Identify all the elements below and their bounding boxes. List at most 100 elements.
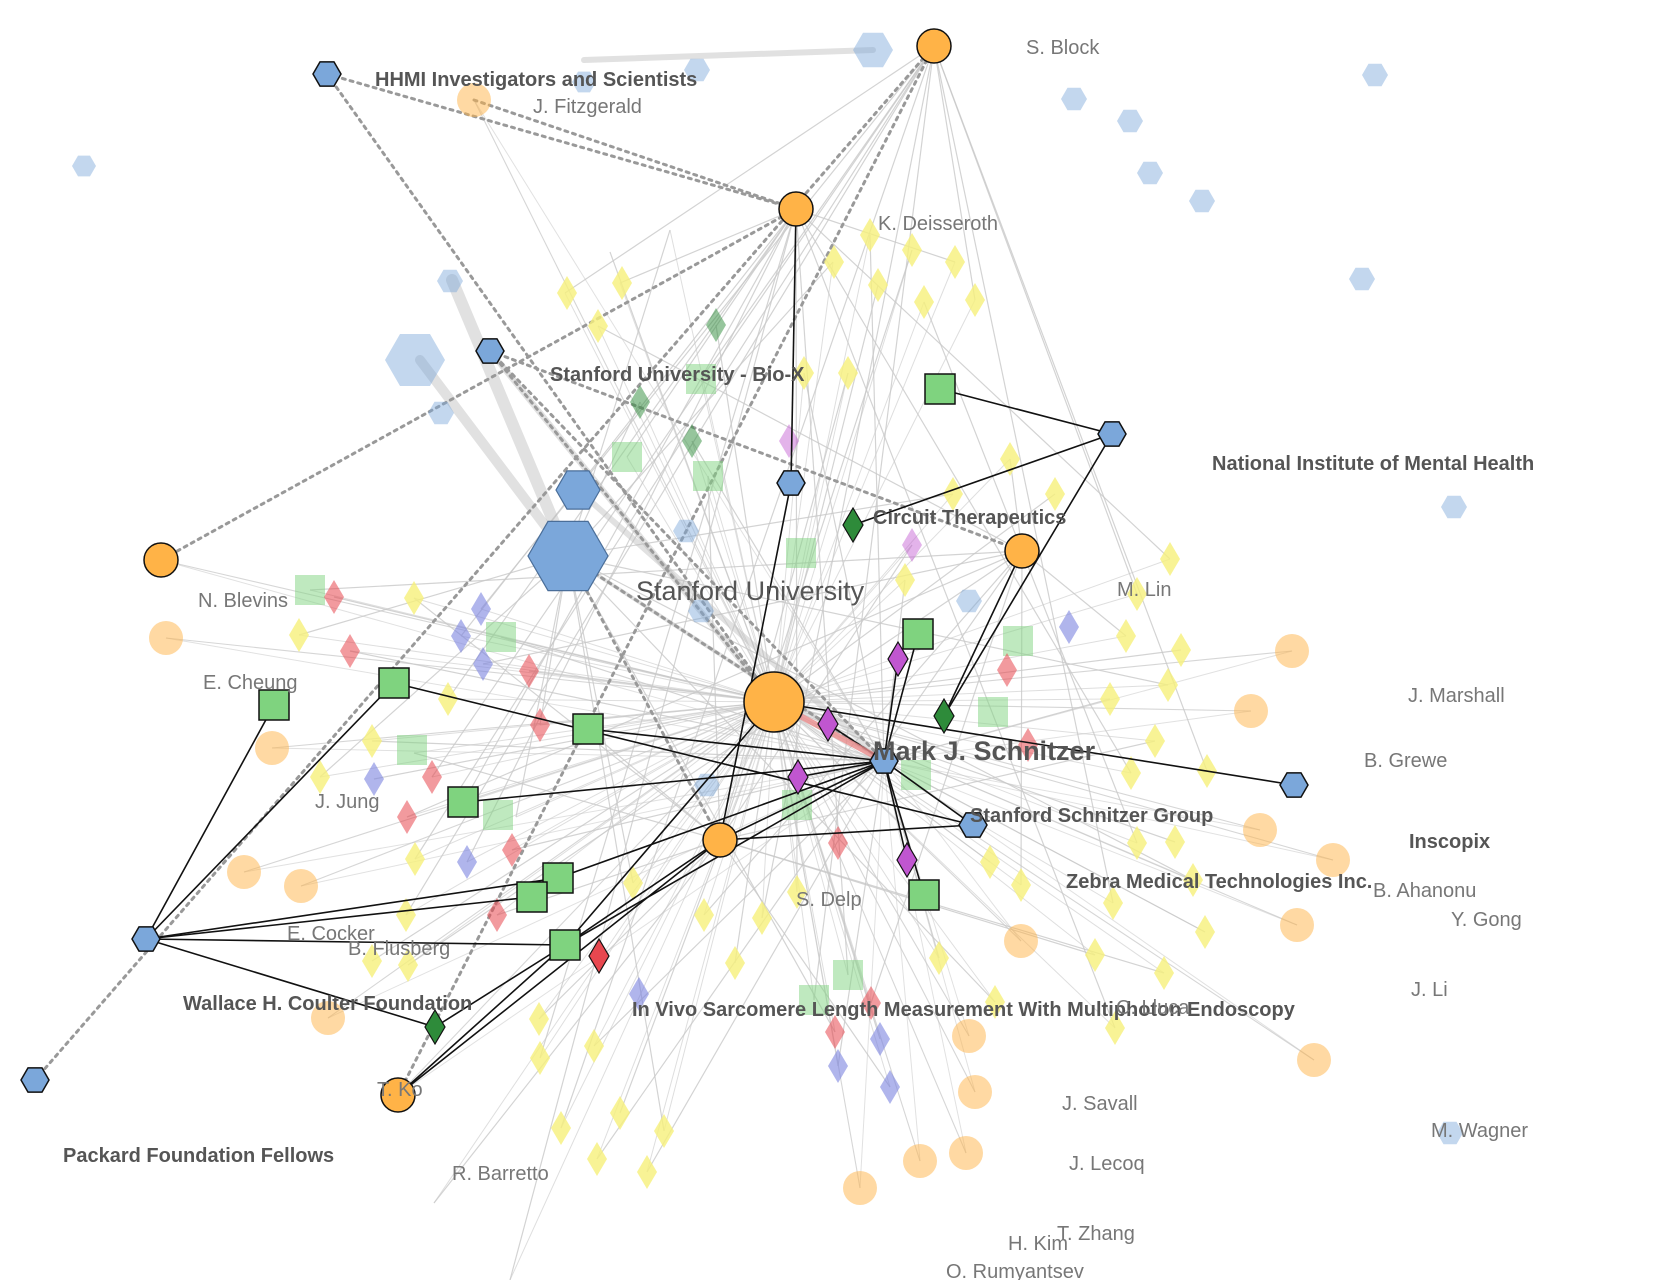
org-label-schnitzer-group[interactable]: Stanford Schnitzer Group <box>970 805 1213 827</box>
person-label-marshall[interactable]: J. Marshall <box>1408 685 1505 707</box>
person-lluca-icon[interactable] <box>1004 924 1038 958</box>
org-label-coulter[interactable]: Wallace H. Coulter Foundation <box>183 993 472 1015</box>
project-label-in-vivo[interactable]: In Vivo Sarcomere Length Measurement Wit… <box>632 999 1296 1021</box>
project-square-icon[interactable] <box>572 713 604 745</box>
person-label-schnitzer[interactable]: Mark J. Schnitzer <box>873 736 1096 766</box>
person-ko-icon[interactable] <box>311 1001 345 1035</box>
person-label-block[interactable]: S. Block <box>1026 37 1100 59</box>
person-label-delp[interactable]: S. Delp <box>796 889 862 911</box>
edge-faint-92 <box>567 555 836 1033</box>
project-square-icon[interactable] <box>447 786 479 818</box>
org-label-nimh[interactable]: National Institute of Mental Health <box>1212 453 1534 475</box>
faded-project-square-icon <box>693 461 723 491</box>
faded-org-hex-icon <box>572 71 596 93</box>
person-label-jung[interactable]: J. Jung <box>315 791 379 813</box>
edge-faint-115 <box>596 550 1023 1160</box>
person-label-kim[interactable]: H. Kim <box>1008 1233 1068 1255</box>
person-label-li[interactable]: J. Li <box>1411 979 1448 1001</box>
person-kim-icon[interactable] <box>903 1144 937 1178</box>
purple-diamond-icon[interactable] <box>817 705 839 743</box>
person-label-lluca[interactable]: C. Lluca <box>1116 997 1190 1019</box>
person-label-lecoq[interactable]: J. Lecoq <box>1069 1153 1145 1175</box>
person-barretto-icon[interactable] <box>380 1077 416 1113</box>
org-label-stanford[interactable]: Stanford University <box>636 576 865 606</box>
project-square-icon[interactable] <box>258 689 290 721</box>
project-square-icon[interactable] <box>908 879 940 911</box>
project-square-icon[interactable] <box>516 881 548 913</box>
project-square-icon[interactable] <box>924 373 956 405</box>
person-wagner-icon[interactable] <box>1297 1043 1331 1077</box>
person-label-deisseroth[interactable]: K. Deisseroth <box>878 213 998 235</box>
org-zebra-hex-icon[interactable] <box>958 812 988 838</box>
org-packard-hex-icon[interactable] <box>20 1067 50 1093</box>
person-fitzgerald-icon[interactable] <box>457 83 491 117</box>
person-cocker-icon[interactable] <box>227 855 261 889</box>
org-coulter-hex-icon[interactable] <box>131 926 161 952</box>
person-label-blevins[interactable]: N. Blevins <box>198 590 288 612</box>
project-square-icon[interactable] <box>549 929 581 961</box>
person-label-fitzgerald[interactable]: J. Fitzgerald <box>533 96 642 118</box>
person-marshall-icon[interactable] <box>1275 634 1309 668</box>
org-inscopix-hex-icon[interactable] <box>1279 772 1309 798</box>
person-label-grewe[interactable]: B. Grewe <box>1364 750 1447 772</box>
purple-diamond-icon[interactable] <box>896 841 918 879</box>
red-diamond-icon[interactable] <box>588 937 610 975</box>
person-label-flusberg[interactable]: B. Flusberg <box>348 938 450 960</box>
person-lin-icon[interactable] <box>1004 533 1040 569</box>
edge-faint-66 <box>567 555 1194 881</box>
yellow-diamond-icon <box>1000 442 1020 476</box>
person-label-zhang[interactable]: T. Zhang <box>1057 1223 1135 1245</box>
org-label-hhmi[interactable]: HHMI Investigators and Scientists <box>375 69 697 91</box>
person-label-gong[interactable]: Y. Gong <box>1451 909 1522 931</box>
person-ahanonu-icon[interactable] <box>1243 813 1277 847</box>
person-block-icon[interactable] <box>916 28 952 64</box>
person-jung-icon[interactable] <box>255 731 289 765</box>
green-diamond-icon[interactable] <box>933 697 955 735</box>
person-label-rumyantsev[interactable]: O. Rumyantsev <box>946 1261 1084 1280</box>
person-grewe-icon[interactable] <box>1234 694 1268 728</box>
person-cheung-icon[interactable] <box>149 621 183 655</box>
person-label-ko[interactable]: T. Ko <box>377 1079 423 1101</box>
person-zhang-icon[interactable] <box>949 1136 983 1170</box>
purple-diamond-icon[interactable] <box>787 758 809 796</box>
project-square-icon[interactable] <box>378 667 410 699</box>
yellow-diamond-icon <box>838 356 858 390</box>
person-delp-icon[interactable] <box>702 822 738 858</box>
person-flusberg-icon[interactable] <box>284 869 318 903</box>
org-stanford-hex-icon[interactable] <box>527 520 609 592</box>
green-diamond-icon[interactable] <box>842 506 864 544</box>
person-li-icon[interactable] <box>1280 908 1314 942</box>
person-rumyantsev-icon[interactable] <box>843 1171 877 1205</box>
person-lecoq-icon[interactable] <box>958 1075 992 1109</box>
org-group-hex-icon[interactable] <box>869 748 899 774</box>
person-blevins-icon[interactable] <box>143 542 179 578</box>
person-schnitzer-icon[interactable] <box>743 671 805 733</box>
org-label-circuit[interactable]: Circuit Therapeutics <box>873 507 1066 529</box>
org-nimh-hex-icon[interactable] <box>1097 421 1127 447</box>
person-label-cheung[interactable]: E. Cheung <box>203 672 298 694</box>
org-hhmi-hex-icon[interactable] <box>312 61 342 87</box>
org-label-biox[interactable]: Stanford University - Bio-X <box>550 364 805 386</box>
project-square-icon[interactable] <box>902 618 934 650</box>
purple-diamond-icon[interactable] <box>887 640 909 678</box>
person-label-savall[interactable]: J. Savall <box>1062 1093 1138 1115</box>
person-label-barretto[interactable]: R. Barretto <box>452 1163 549 1185</box>
org-circuit-hex-icon[interactable] <box>776 470 806 496</box>
person-deisseroth-icon[interactable] <box>778 191 814 227</box>
faded-project-square-icon <box>901 760 931 790</box>
org-label-zebra[interactable]: Zebra Medical Technologies Inc. <box>1066 871 1372 893</box>
person-savall-icon[interactable] <box>952 1019 986 1053</box>
project-square-icon[interactable] <box>542 862 574 894</box>
edge-faint-203 <box>883 760 1315 1061</box>
org-biox-hex-icon[interactable] <box>475 338 505 364</box>
org-stanford-sub-hex-icon[interactable] <box>555 470 601 510</box>
org-label-inscopix[interactable]: Inscopix <box>1409 831 1490 853</box>
person-label-ahanonu[interactable]: B. Ahanonu <box>1373 880 1476 902</box>
person-label-cocker[interactable]: E. Cocker <box>287 923 375 945</box>
person-label-lin[interactable]: M. Lin <box>1117 579 1171 601</box>
org-label-packard[interactable]: Packard Foundation Fellows <box>63 1145 334 1167</box>
person-label-wagner[interactable]: M. Wagner <box>1431 1120 1528 1142</box>
edge-faint-16 <box>803 372 885 762</box>
green-diamond-icon[interactable] <box>424 1008 446 1046</box>
person-gong-icon[interactable] <box>1316 843 1350 877</box>
